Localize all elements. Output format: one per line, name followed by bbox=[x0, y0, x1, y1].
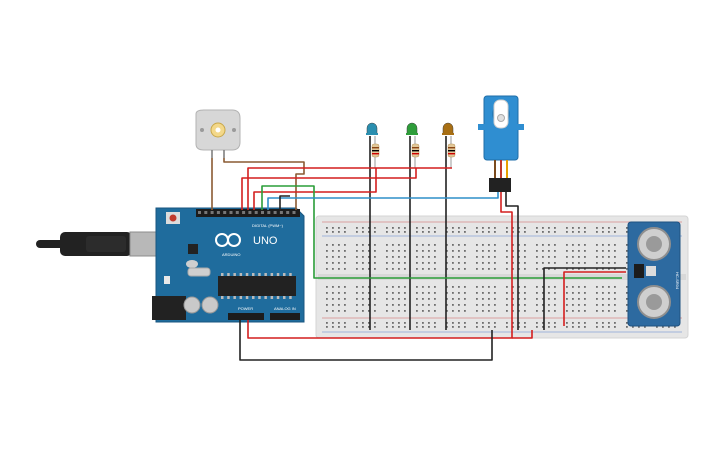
wire-red-led2[interactable] bbox=[241, 168, 417, 210]
wire-motor-brown[interactable] bbox=[223, 158, 305, 210]
wire-black-gnd[interactable] bbox=[239, 320, 493, 361]
wire-red-right[interactable] bbox=[512, 330, 533, 339]
digital-header bbox=[198, 211, 296, 214]
wire-red-servo[interactable] bbox=[247, 192, 513, 339]
brand-label: ARDUINO bbox=[222, 252, 240, 257]
servo-motor[interactable] bbox=[478, 95, 524, 192]
wire-blue[interactable] bbox=[267, 192, 499, 210]
sensor-model-label: HC-SR04 bbox=[675, 272, 680, 290]
atmega-chip bbox=[218, 276, 296, 296]
wire-black-sensor[interactable] bbox=[543, 267, 626, 330]
wire-black-1[interactable] bbox=[279, 195, 290, 210]
wire-red-led3[interactable] bbox=[247, 167, 452, 210]
ultrasonic-sensor[interactable]: HC-SR04 bbox=[627, 221, 681, 327]
power-label: POWER bbox=[238, 306, 253, 311]
wire-red-led1[interactable] bbox=[253, 168, 377, 210]
dc-motor[interactable] bbox=[195, 109, 241, 158]
resistor[interactable] bbox=[447, 136, 456, 168]
usb-cable bbox=[36, 231, 177, 257]
resistor[interactable] bbox=[371, 136, 380, 168]
arduino-logo bbox=[215, 233, 241, 247]
wire-green[interactable] bbox=[261, 185, 622, 279]
arduino-uno[interactable]: UNO ARDUINO DIGITAL (PWM~) POWER ANALOG … bbox=[36, 207, 305, 323]
resistor[interactable] bbox=[411, 136, 420, 168]
analog-label: ANALOG IN bbox=[274, 306, 296, 311]
digital-label: DIGITAL (PWM~) bbox=[252, 223, 284, 228]
model-label: UNO bbox=[253, 235, 278, 247]
wire-black-servo[interactable] bbox=[505, 192, 519, 330]
wire-red-sensor[interactable] bbox=[563, 271, 626, 326]
